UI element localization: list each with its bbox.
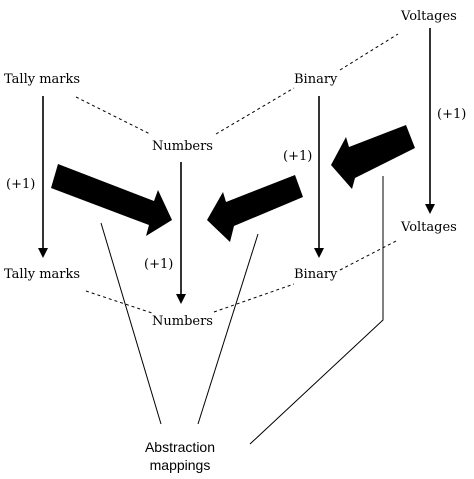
thick-arrow-tally-to-numbers: [51, 164, 172, 236]
label-tally-marks-bottom: Tally marks: [4, 267, 80, 282]
label-binary-bottom: Binary: [294, 267, 338, 282]
thick-arrow-binary-to-numbers: [207, 175, 303, 242]
dashed-link-tally-numbers-bottom: [85, 290, 153, 314]
label-voltages-bottom: Voltages: [400, 220, 457, 235]
label-numbers-bottom: Numbers: [152, 314, 213, 329]
abstraction-mappings-label-line1: Abstraction: [145, 439, 215, 455]
dashed-link-binary-voltages-bottom: [339, 239, 399, 271]
increment-label-tally: (+1): [6, 177, 35, 192]
increment-label-numbers: (+1): [144, 257, 173, 272]
increment-label-voltages: (+1): [437, 107, 466, 122]
label-numbers-top: Numbers: [152, 139, 213, 154]
label-voltages-top: Voltages: [400, 9, 457, 24]
dashed-link-binary-voltages-top: [339, 33, 399, 71]
mapping-line-1: [100, 222, 162, 425]
dashed-link-tally-numbers-top: [75, 96, 151, 135]
mapping-line-2: [197, 233, 259, 425]
label-tally-marks-top: Tally marks: [4, 72, 80, 87]
mapping-line-3: [249, 176, 384, 445]
increment-label-binary: (+1): [283, 149, 312, 164]
dashed-link-numbers-binary-bottom: [213, 283, 295, 313]
label-binary-top: Binary: [294, 72, 338, 87]
thick-arrow-voltages-to-binary: [331, 125, 415, 189]
dashed-link-numbers-binary-top: [215, 87, 295, 135]
abstraction-mappings-label-line2: mappings: [150, 457, 211, 473]
